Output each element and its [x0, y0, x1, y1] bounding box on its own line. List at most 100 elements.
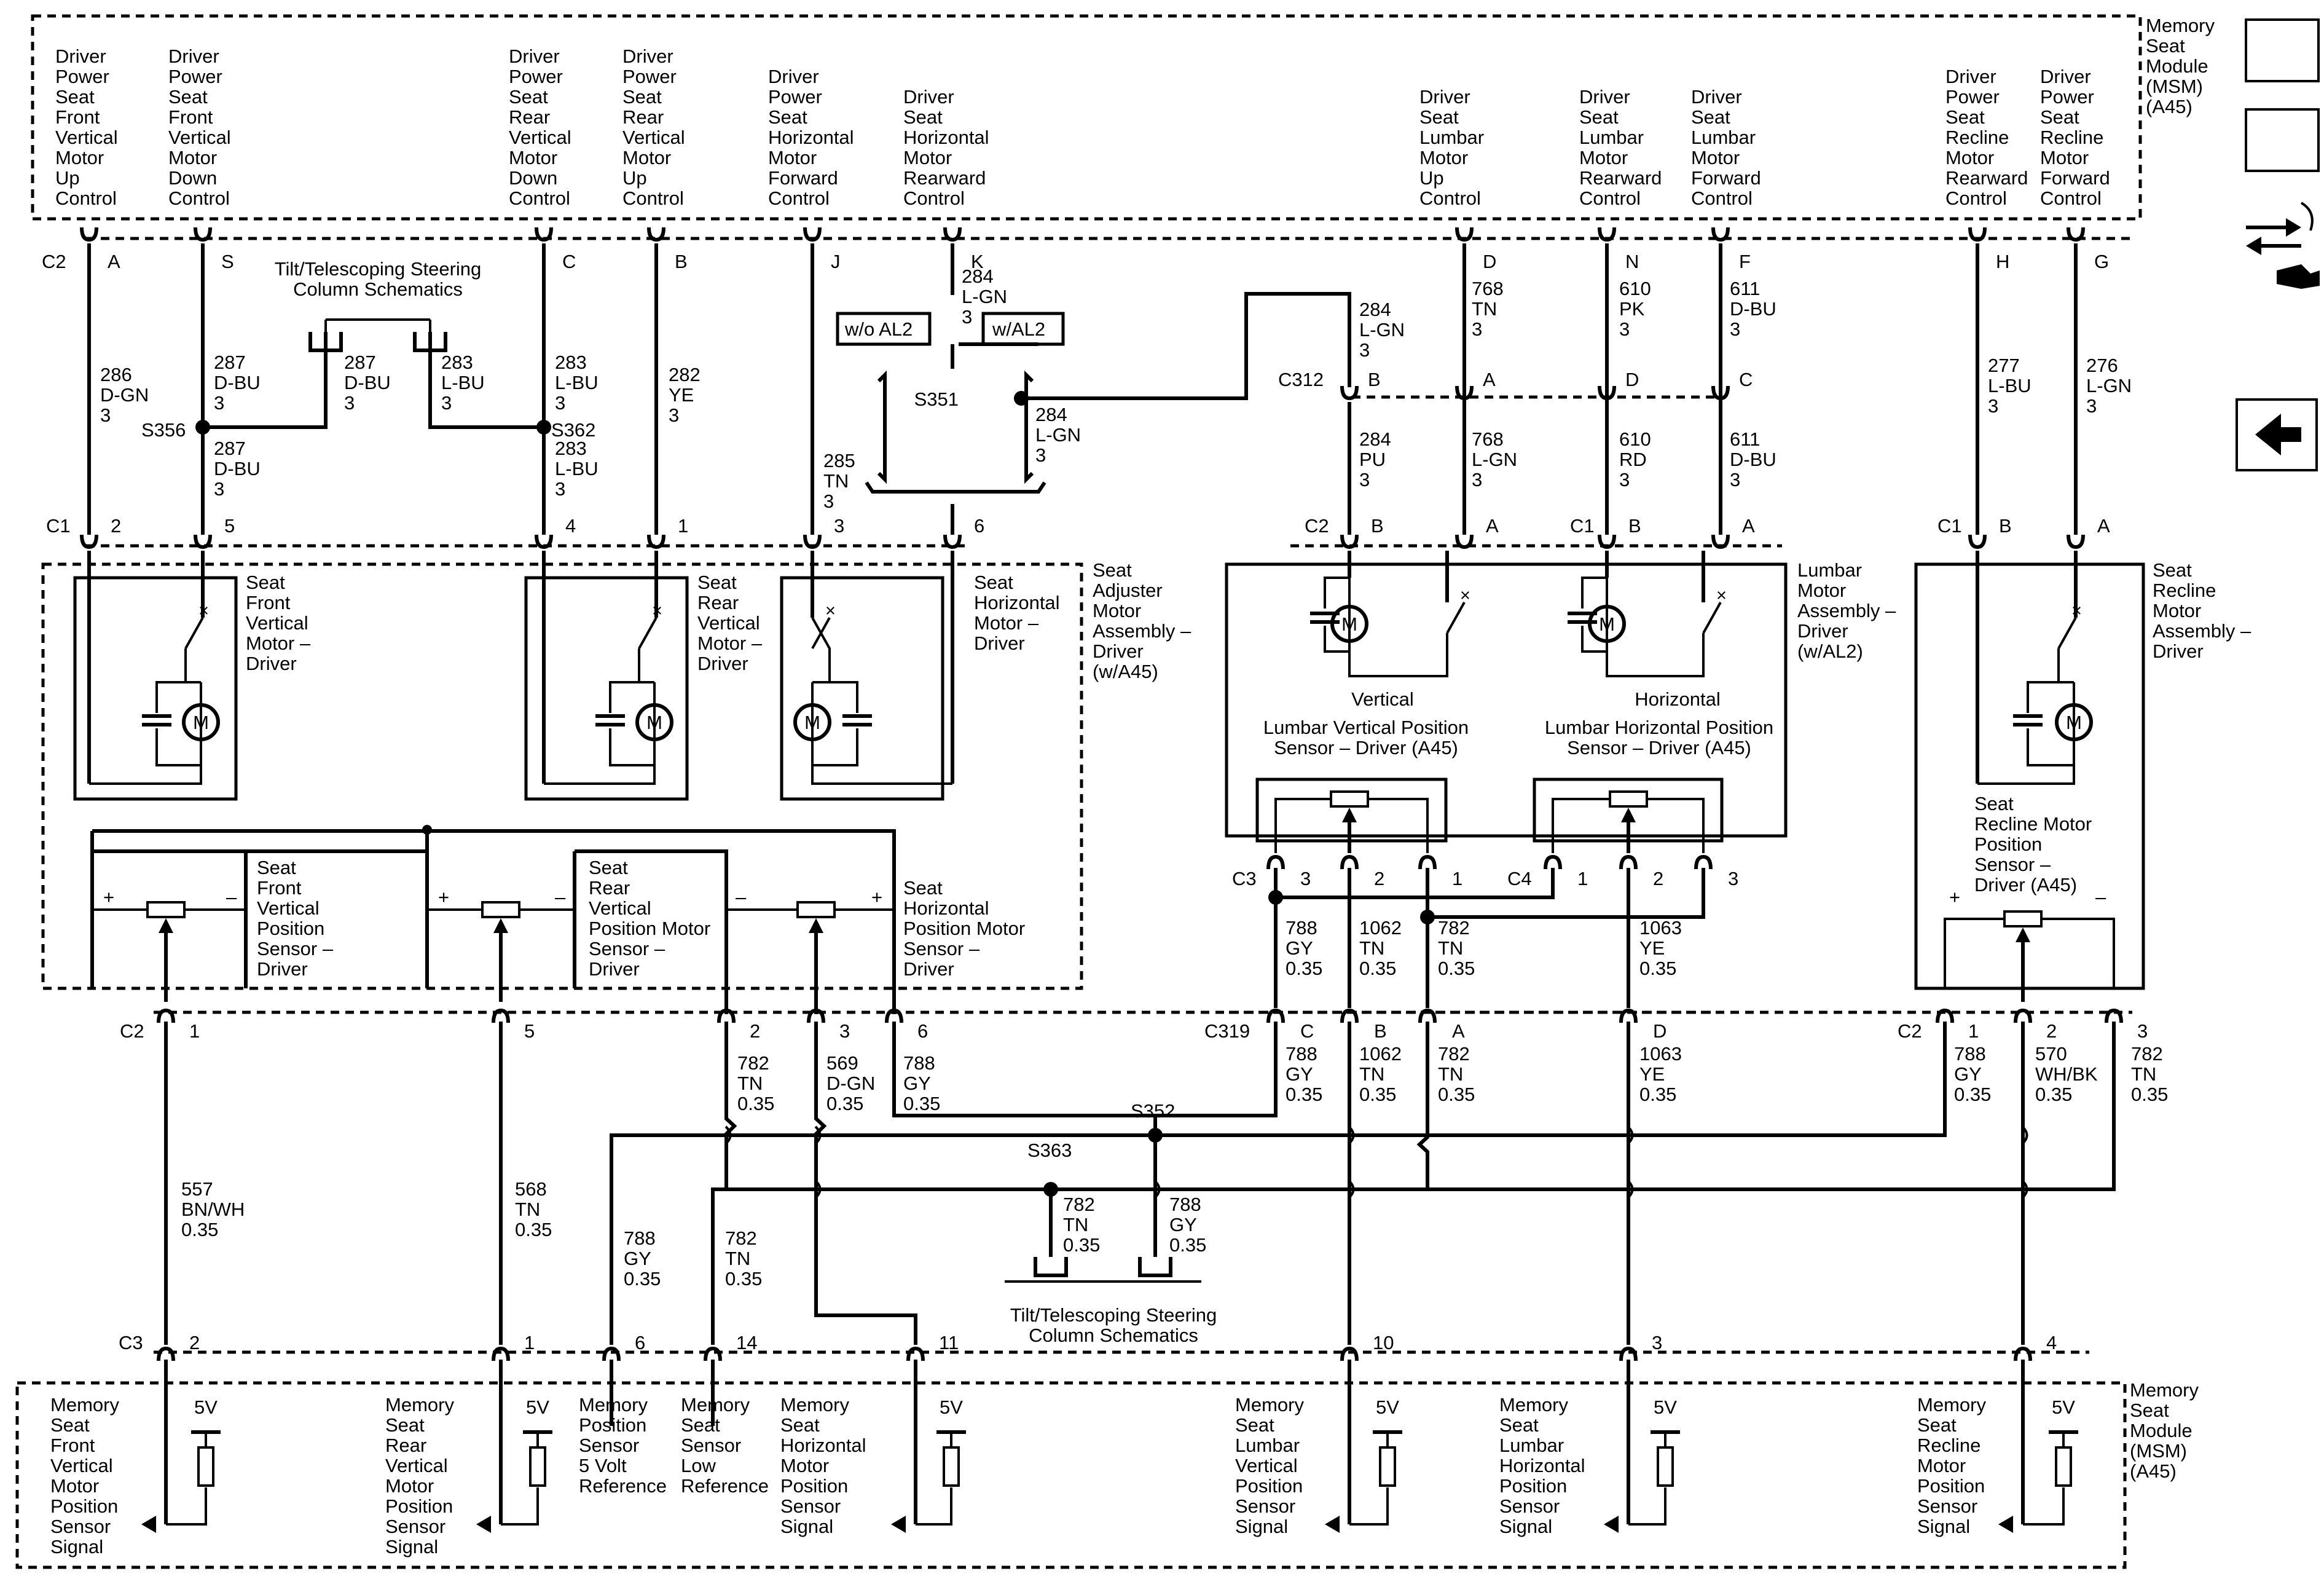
option-bracket: [877, 370, 887, 484]
top-signal-label: Seat: [1419, 106, 1459, 128]
component-label: Driver: [257, 958, 308, 980]
lumbar-vertical-motor: [1324, 577, 1349, 608]
pin-label: 1: [678, 515, 688, 537]
component-label: Seat: [903, 877, 943, 899]
top-signal-label: Up: [622, 167, 647, 189]
wire-label: 569: [826, 1052, 858, 1074]
msm-pin: [1968, 227, 1987, 242]
pin-label: B: [1999, 515, 2012, 537]
module-label: Seat: [2130, 1400, 2169, 1421]
component-label: Front: [257, 877, 302, 899]
component-label: Sensor –: [1974, 854, 2051, 875]
c312-pin: [1455, 385, 1474, 401]
c1-pin: [647, 534, 665, 549]
wire-label: 0.35: [1169, 1234, 1206, 1256]
switch-contact: ×: [2071, 601, 2082, 621]
top-signal-label: Seat: [622, 86, 662, 108]
component-label: Seat: [2153, 559, 2192, 581]
bottom-signal-label: Memory: [385, 1394, 454, 1416]
component-label: Driver: [589, 958, 640, 980]
c3-pin: [1266, 854, 1285, 870]
wire-label: 3: [1730, 318, 1740, 340]
wire: [1153, 1022, 1278, 1135]
wire-label: 768: [1472, 278, 1504, 299]
lumbar-v-sensor: [1274, 798, 1331, 853]
c1-pin: [803, 534, 822, 549]
wire: [610, 1133, 1155, 1345]
wire-label: 611: [1730, 278, 1760, 299]
circuit-wire: [1276, 868, 1555, 899]
splice-label: S351: [914, 388, 959, 410]
wire: [1416, 1022, 1429, 1189]
wire-label: 1063: [1639, 917, 1682, 939]
lumbar-v-sensor-resistor: [1330, 790, 1369, 808]
top-signal-label: Rear: [509, 106, 550, 128]
c2-pin: [492, 1008, 510, 1023]
motor-label: M: [1341, 613, 1357, 635]
wire-label: 3: [441, 392, 452, 414]
pin-label: 3: [1300, 868, 1311, 889]
rear-motor-wire: [638, 648, 654, 683]
pin-label: D: [1653, 1020, 1666, 1042]
wire-label: 3: [100, 404, 111, 426]
c4-pin: [1694, 854, 1713, 870]
c4-pin: [1544, 854, 1562, 870]
wire-label: L-BU: [441, 372, 485, 393]
desc-icon[interactable]: [2245, 108, 2320, 172]
pin-label: 3: [834, 515, 844, 537]
loc-icon[interactable]: [2245, 18, 2320, 82]
wire-label: 284: [962, 266, 994, 287]
wire-label: 3: [1472, 318, 1482, 340]
pin-label: 1: [1577, 868, 1588, 889]
component-label: Motor –: [246, 632, 311, 654]
wire-label: 570: [2035, 1043, 2067, 1065]
pin-label: 3: [1652, 1332, 1662, 1353]
pin-label: C: [562, 251, 576, 272]
lumbar-horizontal-motor: [1606, 633, 1705, 677]
motor-label: M: [804, 712, 820, 733]
connector-label: C312: [1278, 369, 1324, 390]
bottom-signal-label: Memory: [681, 1394, 750, 1416]
wire-label: 0.35: [1359, 1084, 1396, 1105]
top-signal-label: Seat: [1691, 106, 1730, 128]
c3-bottom-pin: [1340, 1346, 1359, 1361]
module-label: Module: [2146, 55, 2208, 77]
wire-label: 284: [1035, 404, 1067, 425]
motor-label: M: [193, 712, 209, 733]
wire-label: L-BU: [1988, 375, 2032, 396]
bottom-signal-label: Sensor: [50, 1516, 111, 1537]
wire-label: 0.35: [725, 1268, 762, 1290]
top-signal-label: Control: [55, 187, 117, 209]
pin-label: H: [1996, 251, 2009, 272]
bottom-signal-label: Signal: [1917, 1516, 1970, 1537]
voltage-label: 5V: [2052, 1396, 2075, 1418]
component-label: Rear: [589, 877, 630, 899]
component-label: Motor –: [697, 632, 763, 654]
wire-label: 568: [515, 1178, 547, 1200]
top-signal-label: Seat: [1945, 106, 1985, 128]
wire-label: 788: [624, 1227, 656, 1249]
bottom-signal-label: Reference: [681, 1475, 769, 1497]
wire-label: 3: [1359, 339, 1370, 361]
horiz-motor-wire: [812, 728, 858, 766]
front-motor-wire: [184, 648, 201, 683]
pin-label: A: [1742, 515, 1755, 537]
wiper-arrow: [493, 918, 508, 933]
lumbar-vertical-motor-switch: [1446, 602, 1466, 634]
bottom-signal-label: Motor: [50, 1475, 99, 1497]
wire-label: 3: [214, 478, 224, 500]
top-signal-label: Vertical: [622, 127, 685, 148]
bottom-signal-label: Sensor: [385, 1516, 446, 1537]
minus-symbol: –: [2095, 886, 2106, 908]
connector-icon[interactable]: [2246, 202, 2320, 289]
component-label: Vertical: [589, 897, 651, 919]
minus-symbol: –: [555, 886, 566, 908]
top-signal-label: Driver: [2040, 66, 2091, 87]
connector-label: C3: [119, 1332, 143, 1353]
pin-label: 2: [189, 1332, 200, 1353]
component-label: Driver: [246, 653, 297, 674]
component-label: Seat: [246, 572, 285, 593]
c3-bottom-pin: [602, 1346, 621, 1361]
wire-label: D-BU: [214, 458, 261, 479]
wire-label: 782: [1063, 1194, 1095, 1215]
